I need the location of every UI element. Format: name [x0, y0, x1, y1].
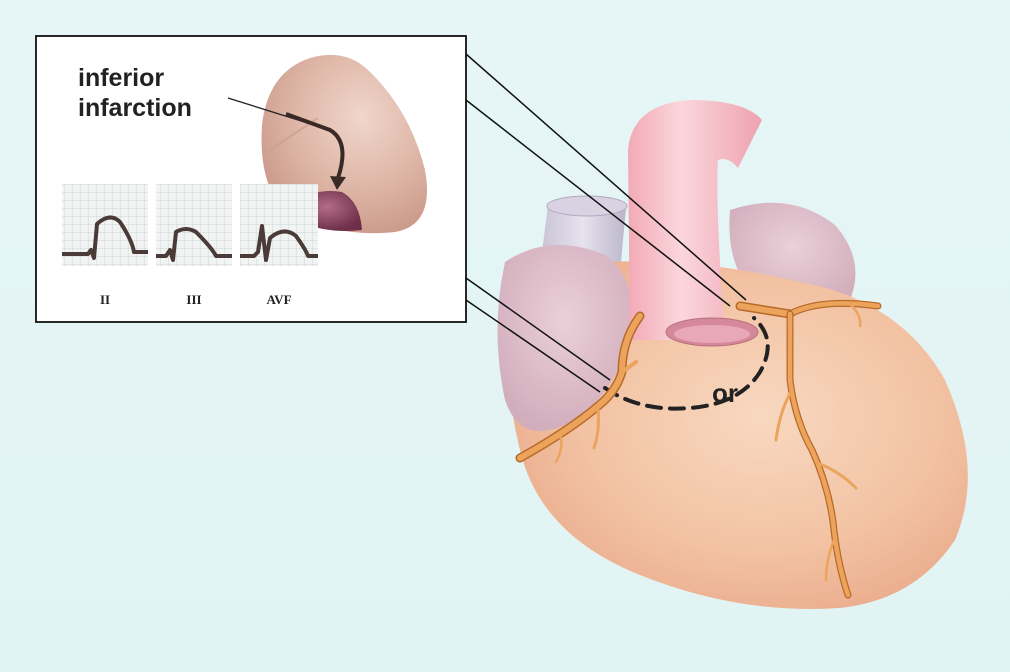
- lead-label-ii: II: [100, 292, 110, 307]
- infarction-label-line2: infarction: [78, 94, 192, 122]
- lead-label-iii: III: [186, 292, 201, 307]
- heart-main: or: [498, 100, 968, 609]
- ecg-strip-avf: [240, 184, 318, 266]
- callout-box: inferior infarction II III AVF: [36, 36, 466, 322]
- lead-label-avf: AVF: [266, 292, 291, 307]
- infarction-label-line1: inferior: [78, 64, 164, 92]
- ecg-strip-ii: [62, 184, 148, 266]
- or-label: or: [712, 378, 738, 408]
- ecg-strip-iii: [156, 184, 232, 266]
